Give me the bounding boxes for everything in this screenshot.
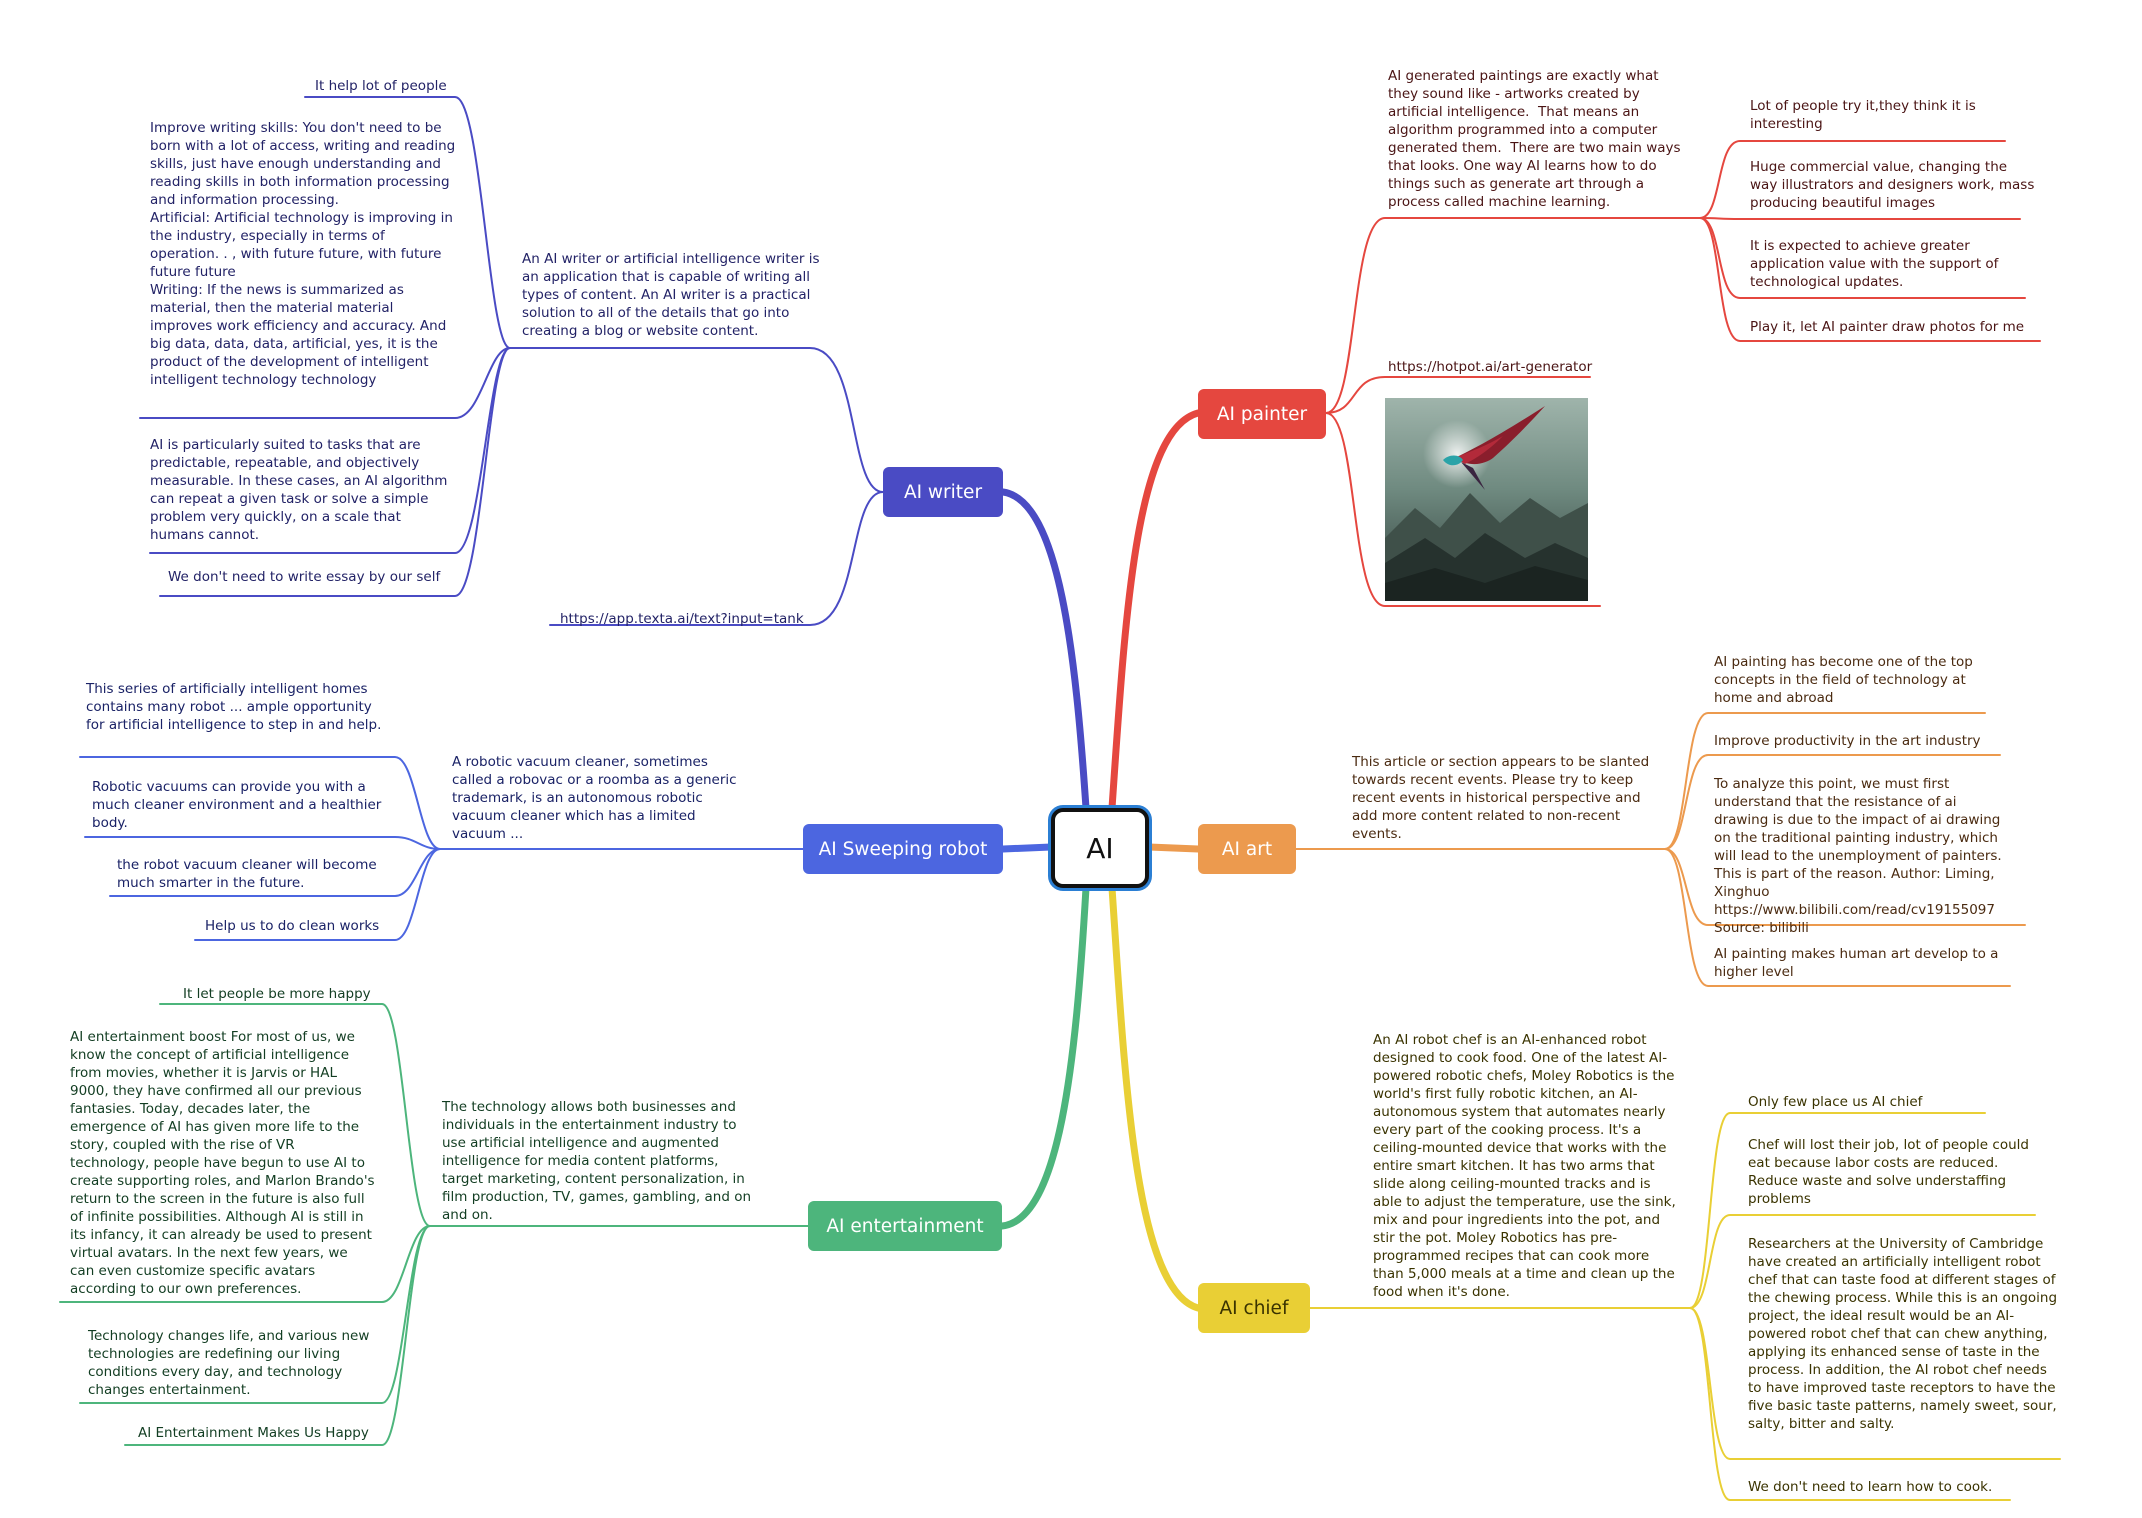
chief-item-4: We don't need to learn how to cook. — [1748, 1479, 1993, 1495]
art-item-4: AI painting makes human art develop to a… — [1714, 946, 2003, 980]
branch-ai-sweeping-robot[interactable]: AI Sweeping robot — [803, 824, 1003, 874]
writer-item-4: We don't need to write essay by our self — [168, 569, 441, 585]
link-art — [1145, 843, 1202, 853]
entertainment-item-4: AI Entertainment Makes Us Happy — [138, 1425, 369, 1441]
link-entertainment — [998, 884, 1090, 1230]
painter-item-2: Huge commercial value, changing the way … — [1750, 159, 2039, 211]
link-writer — [999, 488, 1090, 812]
painter-item-1: Lot of people try it,they think it is in… — [1750, 98, 1981, 132]
ai-painting-image — [1385, 398, 1588, 601]
writer-description: An AI writer or artificial intelligence … — [522, 251, 824, 339]
branch-ai-entertainment[interactable]: AI entertainment — [808, 1201, 1002, 1251]
art-item-3: To analyze this point, we must first und… — [1714, 776, 2007, 936]
writer-item-2: Improve writing skills: You don't need t… — [150, 120, 456, 388]
branch-ai-painter[interactable]: AI painter — [1198, 389, 1326, 439]
sweeping-item-3: the robot vacuum cleaner will become muc… — [117, 857, 381, 891]
writer-item-3: AI is particularly suited to tasks that … — [150, 437, 452, 543]
chief-item-2: Chef will lost their job, lot of people … — [1748, 1137, 2034, 1207]
entertainment-item-3: Technology changes life, and various new… — [88, 1328, 374, 1398]
link-painter — [1108, 409, 1202, 812]
entertainment-description: The technology allows both businesses an… — [442, 1099, 756, 1223]
art-item-2: Improve productivity in the art industry — [1714, 733, 1981, 749]
painter-link[interactable]: https://hotpot.ai/art-generator — [1388, 359, 1593, 375]
art-item-1: AI painting has become one of the top co… — [1714, 654, 1978, 706]
art-description: This article or section appears to be sl… — [1352, 754, 1654, 842]
painter-description: AI generated paintings are exactly what … — [1388, 68, 1685, 210]
painter-item-4: Play it, let AI painter draw photos for … — [1750, 319, 2025, 335]
branch-ai-art[interactable]: AI art — [1198, 824, 1296, 874]
link-sweeping — [999, 843, 1055, 853]
painter-item-3: It is expected to achieve greater applic… — [1750, 238, 2003, 290]
writer-link[interactable]: https://app.texta.ai/text?input=tank — [560, 611, 804, 627]
central-topic[interactable]: AI — [1051, 808, 1149, 888]
chief-item-3: Researchers at the University of Cambrid… — [1748, 1236, 2062, 1432]
link-chief — [1108, 884, 1202, 1312]
sweeping-item-2: Robotic vacuums can provide you with a m… — [92, 779, 386, 831]
branch-ai-writer[interactable]: AI writer — [883, 467, 1003, 517]
chief-item-1: Only few place us AI chief — [1748, 1094, 1923, 1110]
entertainment-item-1: It let people be more happy — [183, 986, 371, 1002]
sweeping-description: A robotic vacuum cleaner, sometimes call… — [452, 754, 741, 842]
branch-ai-chief[interactable]: AI chief — [1198, 1283, 1310, 1333]
entertainment-item-2: AI entertainment boost For most of us, w… — [70, 1029, 379, 1297]
sweeping-item-1: This series of artificially intelligent … — [86, 681, 382, 733]
chief-description: An AI robot chef is an AI-enhanced robot… — [1373, 1032, 1681, 1300]
writer-item-1: It help lot of people — [315, 78, 447, 94]
sweeping-item-4: Help us to do clean works — [205, 918, 380, 934]
